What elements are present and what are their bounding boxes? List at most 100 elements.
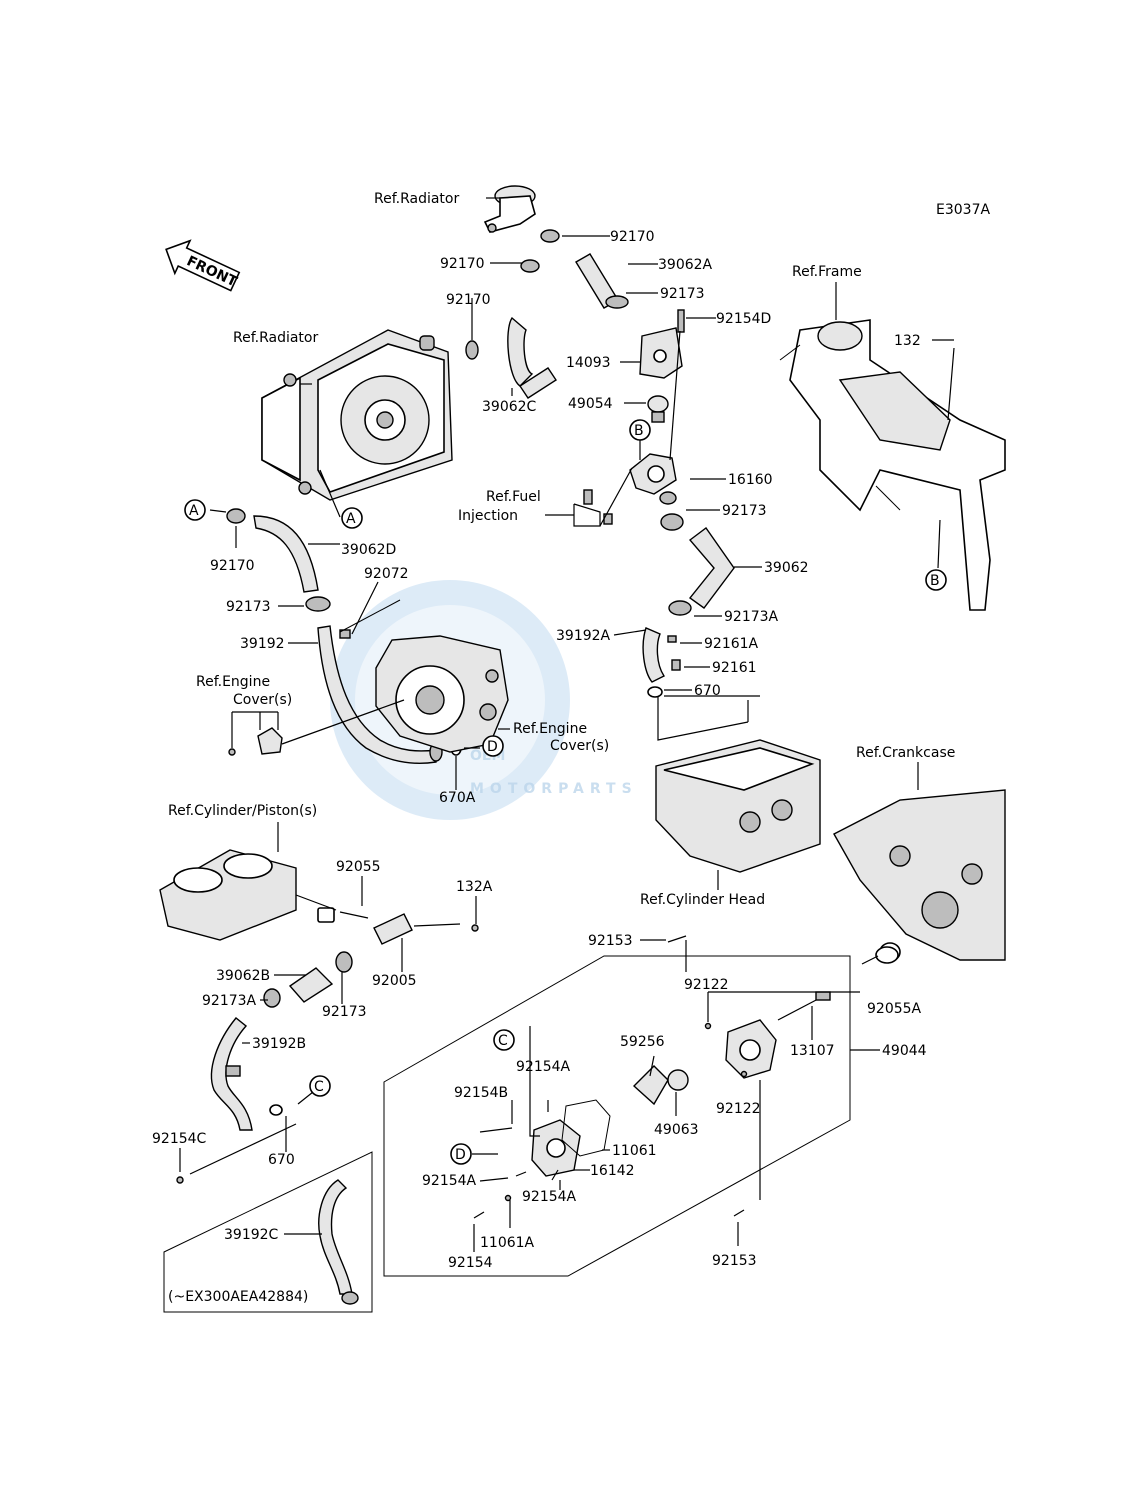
part-39062C: 39062C bbox=[482, 399, 537, 415]
callout-c1-label: C bbox=[314, 1079, 324, 1095]
part-39062: 39062 bbox=[764, 560, 809, 576]
part-number-labels: 92170 92170 92170 92170 39062A 92173 921… bbox=[152, 229, 927, 1271]
part-59256: 59256 bbox=[620, 1034, 665, 1050]
part-132A: 132A bbox=[456, 879, 493, 895]
part-670-b: 670 bbox=[268, 1152, 295, 1168]
ref-engine-cover-mid-line1: Ref.Engine bbox=[513, 721, 587, 737]
part-92154: 92154 bbox=[448, 1255, 493, 1271]
callout-c2-label: C bbox=[498, 1033, 508, 1049]
part-39192A: 39192A bbox=[556, 628, 611, 644]
part-39062D: 39062D bbox=[341, 542, 396, 558]
part-92154B: 92154B bbox=[454, 1085, 508, 1101]
thermostat-housing-shape bbox=[583, 453, 684, 531]
callout-d1: D bbox=[482, 735, 504, 757]
part-92170-c: 92170 bbox=[446, 292, 491, 308]
part-92153-b: 92153 bbox=[712, 1253, 757, 1269]
watermark-sub: MOTORPARTS bbox=[470, 781, 638, 797]
callout-a2-label: A bbox=[346, 511, 356, 527]
part-92154A-b: 92154A bbox=[422, 1173, 477, 1189]
part-92055A: 92055A bbox=[867, 1001, 922, 1017]
part-92170-b: 92170 bbox=[440, 256, 485, 272]
part-49054: 49054 bbox=[568, 396, 613, 412]
part-39192C: 39192C bbox=[224, 1227, 279, 1243]
model-note: (~EX300AEA42884) bbox=[168, 1289, 308, 1305]
part-92154C: 92154C bbox=[152, 1131, 207, 1147]
diagram-code: E3037A bbox=[936, 202, 990, 218]
ref-fuel-injection-line1: Ref.Fuel bbox=[486, 489, 541, 505]
part-92173-c: 92173 bbox=[226, 599, 271, 615]
part-16142: 16142 bbox=[590, 1163, 635, 1179]
callout-d1-label: D bbox=[487, 739, 498, 755]
part-92055: 92055 bbox=[336, 859, 381, 875]
part-39192: 39192 bbox=[240, 636, 285, 652]
callout-b2-label: B bbox=[930, 573, 940, 589]
crankcase-shape bbox=[833, 789, 1006, 962]
front-arrow-icon: FRONT bbox=[165, 239, 241, 292]
left-hoses bbox=[226, 508, 462, 764]
part-92072: 92072 bbox=[364, 566, 409, 582]
part-16160: 16160 bbox=[728, 472, 773, 488]
part-670A: 670A bbox=[439, 790, 476, 806]
part-14093: 14093 bbox=[566, 355, 611, 371]
ref-frame: Ref.Frame bbox=[792, 264, 862, 280]
part-49044: 49044 bbox=[882, 1043, 927, 1059]
part-92173-a: 92173 bbox=[660, 286, 705, 302]
engine-cover-shape bbox=[375, 635, 509, 753]
part-670-a: 670 bbox=[694, 683, 721, 699]
ref-fuel-injection-line2: Injection bbox=[458, 508, 518, 524]
frame-shape bbox=[779, 319, 1006, 611]
outer-bolts bbox=[667, 935, 899, 1217]
part-92122-a: 92122 bbox=[684, 977, 729, 993]
ref-cylinder-head: Ref.Cylinder Head bbox=[640, 892, 765, 908]
callout-a1-label: A bbox=[189, 503, 199, 519]
part-49063: 49063 bbox=[654, 1122, 699, 1138]
radiator-shape bbox=[261, 329, 453, 501]
part-92161A: 92161A bbox=[704, 636, 759, 652]
ref-radiator: Ref.Radiator bbox=[233, 330, 318, 346]
part-92154D: 92154D bbox=[716, 311, 771, 327]
part-92122-b: 92122 bbox=[716, 1101, 761, 1117]
part-11061: 11061 bbox=[612, 1143, 657, 1159]
ref-crankcase: Ref.Crankcase bbox=[856, 745, 955, 761]
leader-lines bbox=[179, 197, 955, 1252]
part-92154A-c: 92154A bbox=[522, 1189, 577, 1205]
reference-labels: Ref.Radiator Ref.Radiator Ref.Frame Ref.… bbox=[168, 191, 955, 1305]
water-pump-box bbox=[383, 955, 851, 1277]
part-92173A-b: 92173A bbox=[202, 993, 257, 1009]
ref-radiator-top: Ref.Radiator bbox=[374, 191, 459, 207]
bracket-shape bbox=[228, 727, 283, 756]
callout-b1: B bbox=[629, 419, 651, 441]
part-92153-a: 92153 bbox=[588, 933, 633, 949]
radiator-cap-shape bbox=[483, 185, 536, 233]
callout-c2: C bbox=[493, 1029, 515, 1051]
callout-b1-label: B bbox=[634, 423, 644, 439]
part-13107: 13107 bbox=[790, 1043, 835, 1059]
ref-engine-cover-left-line1: Ref.Engine bbox=[196, 674, 270, 690]
cylinder-head-shape bbox=[655, 739, 821, 873]
part-92161: 92161 bbox=[712, 660, 757, 676]
part-39062A: 39062A bbox=[658, 257, 713, 273]
note-box bbox=[163, 1151, 373, 1313]
part-92173-b: 92173 bbox=[722, 503, 767, 519]
callout-d2-label: D bbox=[455, 1147, 466, 1163]
part-132: 132 bbox=[894, 333, 921, 349]
part-92173-d: 92173 bbox=[322, 1004, 367, 1020]
part-92005: 92005 bbox=[372, 973, 417, 989]
ref-cylinder-piston: Ref.Cylinder/Piston(s) bbox=[168, 803, 317, 819]
callout-a1: A bbox=[184, 499, 206, 521]
part-39192B: 39192B bbox=[252, 1036, 306, 1052]
ref-engine-cover-left-line2: Cover(s) bbox=[233, 692, 292, 708]
callout-d2: D bbox=[450, 1143, 472, 1165]
callout-a2: A bbox=[341, 507, 363, 529]
part-92170-a: 92170 bbox=[610, 229, 655, 245]
part-92154A-a: 92154A bbox=[516, 1059, 571, 1075]
ref-engine-cover-mid-line2: Cover(s) bbox=[550, 738, 609, 754]
middle-hoses bbox=[642, 527, 735, 698]
part-39062B: 39062B bbox=[216, 968, 270, 984]
lower-left-fittings bbox=[176, 907, 479, 1184]
part-92173A-a: 92173A bbox=[724, 609, 779, 625]
cylinder-shape bbox=[159, 849, 297, 941]
upper-hoses bbox=[465, 229, 685, 423]
callout-c1: C bbox=[309, 1075, 331, 1097]
